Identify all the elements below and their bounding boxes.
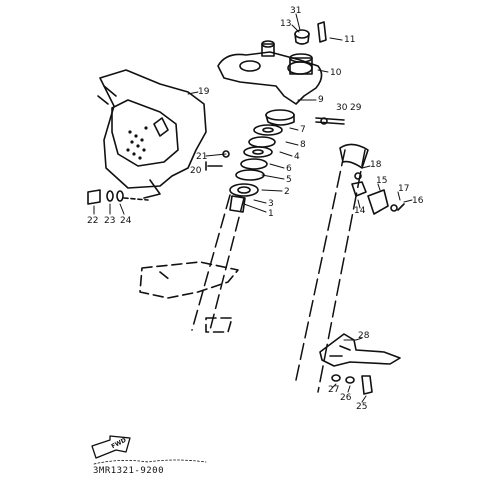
label-31: 31 <box>290 6 302 16</box>
label-6: 6 <box>286 164 292 174</box>
label-18: 18 <box>370 160 382 170</box>
label-23: 23 <box>104 216 116 226</box>
label-9: 9 <box>318 95 324 105</box>
top-bolt <box>317 21 327 43</box>
drawing-code: 3MR1321-9200 <box>93 466 165 476</box>
label-10: 10 <box>330 68 342 78</box>
label-30: 30 <box>336 103 348 113</box>
label-22: 22 <box>87 216 99 226</box>
hose-holder <box>319 333 401 367</box>
label-13: 13 <box>280 19 292 29</box>
label-17: 17 <box>398 184 410 194</box>
handle-crown <box>217 40 323 105</box>
label-8: 8 <box>300 140 306 150</box>
label-7: 7 <box>300 125 306 135</box>
label-11: 11 <box>344 35 356 45</box>
label-27: 27 <box>328 385 340 395</box>
bolt-20 <box>205 161 223 171</box>
bolt-cap <box>294 29 310 39</box>
bracket-holes <box>126 126 148 160</box>
leader-lines <box>93 13 413 403</box>
label-25: 25 <box>356 402 368 412</box>
bracket-hardware <box>87 189 149 205</box>
stem-top <box>229 195 246 213</box>
under-bracket <box>139 261 239 333</box>
headlight-bracket <box>97 69 207 199</box>
label-1: 1 <box>268 209 274 219</box>
label-15: 15 <box>376 176 388 186</box>
label-3: 3 <box>268 199 274 209</box>
label-21: 21 <box>196 152 208 162</box>
label-2: 2 <box>284 187 290 197</box>
label-29: 29 <box>350 103 362 113</box>
hose-holder-hardware <box>331 374 373 395</box>
fwd-arrow-shape <box>91 435 131 459</box>
label-20: 20 <box>190 166 202 176</box>
label-16: 16 <box>412 196 424 206</box>
label-19: 19 <box>198 87 210 97</box>
label-24: 24 <box>120 216 132 226</box>
steering-stem <box>191 194 245 331</box>
label-4: 4 <box>294 152 300 162</box>
reflector-clamp <box>351 172 405 215</box>
label-5: 5 <box>286 175 292 185</box>
label-14: 14 <box>354 206 366 216</box>
fork-tube <box>295 149 366 393</box>
label-28: 28 <box>358 331 370 341</box>
label-26: 26 <box>340 393 352 403</box>
